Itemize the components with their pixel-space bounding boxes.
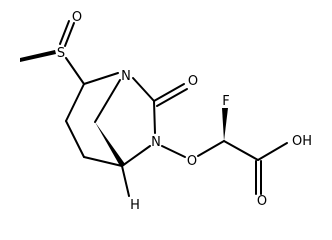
bond-n1-c7	[132, 77, 155, 102]
atom-label-layer: S O N O N O F OH O H	[57, 10, 312, 213]
bond-c4-c5	[83, 156, 123, 167]
atom-fluorine: F	[222, 94, 229, 109]
bond-c3-c4	[65, 120, 85, 158]
bond-c5-h	[121, 165, 130, 197]
bond-n1-bridge	[94, 79, 121, 123]
atom-bridgehead-hydrogen: H	[130, 198, 140, 213]
bond-c2-n1	[83, 72, 119, 85]
bond-n6-c5	[121, 145, 151, 167]
bond-c7-o-1	[153, 83, 185, 102]
bond-s-o-1	[59, 20, 70, 45]
molecule-structure: S O N O N O F OH O H	[20, 10, 312, 213]
bond-c7-n6	[153, 100, 156, 134]
bond-o-chf	[197, 140, 225, 157]
bond-chf-c	[223, 140, 259, 161]
atom-bridge-nitrogen: N	[121, 69, 131, 84]
atom-acid-carbonyl-oxygen: O	[257, 194, 267, 209]
bond-s-o-2	[64, 22, 75, 47]
atom-carbonyl-oxygen: O	[188, 74, 198, 89]
atom-ether-oxygen: O	[187, 154, 197, 169]
atom-hydroxyl: OH	[292, 134, 312, 149]
bond-s-c2	[65, 57, 85, 85]
wedge-c-f	[222, 108, 228, 141]
atom-sulfoxide-oxygen: O	[72, 10, 82, 25]
atom-sulfur: S	[57, 46, 65, 61]
bond-c-oh	[257, 142, 288, 161]
wedge-bridge-c5	[95, 122, 125, 166]
wedge-methyl-s	[20, 50, 56, 62]
bond-c7-o-2	[156, 88, 188, 107]
bond-layer	[59, 20, 288, 197]
molecule-canvas: S O N O N O F OH O H	[20, 10, 312, 213]
bond-c2-c3	[65, 83, 85, 122]
wedge-layer	[20, 50, 228, 166]
bond-n6-o	[161, 145, 186, 158]
atom-ring-nitrogen: N	[151, 135, 161, 150]
